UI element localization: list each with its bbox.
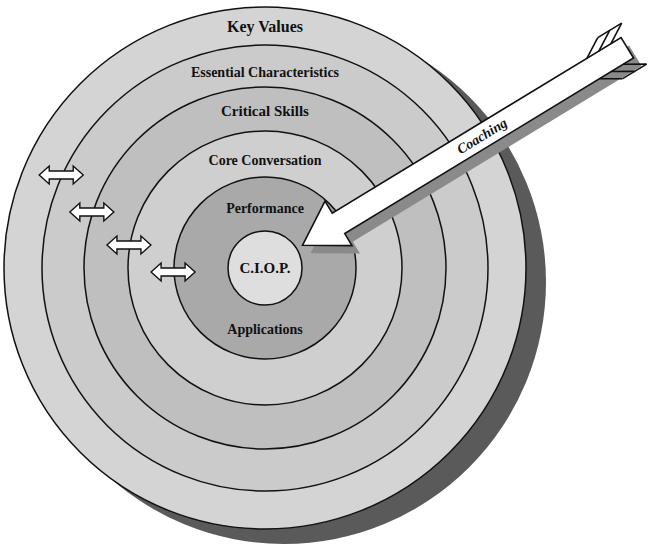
ring-label: Applications [227, 322, 302, 339]
ring-band: Core ConversationPerformanceApplications… [127, 130, 403, 406]
ring-label: Core Conversation [209, 153, 322, 170]
ring-outline [84, 87, 446, 449]
text-holder: Performance [226, 199, 304, 218]
ring-outline [228, 231, 302, 305]
arrow-fletching [581, 23, 647, 89]
ring-outline [4, 7, 526, 529]
ring-label: Critical Skills [221, 102, 309, 120]
text-holder: Applications [227, 320, 302, 339]
center-label: C.I.O.P. [239, 259, 290, 277]
text-holder: Essential Characteristics [191, 63, 339, 82]
ring-band: PerformanceApplications C.I.O.P. [173, 176, 357, 360]
ring-band: Critical SkillsCore ConversationPerforma… [83, 86, 447, 450]
feather-bottom [599, 54, 646, 89]
text-holder: Key Values [227, 17, 303, 36]
feather-top [581, 23, 628, 58]
ring-label: Performance [226, 201, 304, 218]
ring-outline [42, 45, 488, 491]
ring-outline [174, 177, 356, 359]
center-circle: C.I.O.P. [227, 230, 303, 306]
text-holder: Critical Skills [221, 102, 309, 120]
feather-edge [598, 23, 647, 79]
ring-label: Key Values [227, 17, 303, 36]
text-holder: Core Conversation [209, 151, 322, 170]
ring-band: Key ValuesEssential CharacteristicsCriti… [3, 6, 527, 530]
ring-band: Essential CharacteristicsCritical Skills… [41, 44, 489, 492]
ring-label: Essential Characteristics [191, 65, 339, 82]
text-holder: C.I.O.P. [239, 259, 290, 277]
ring-outline [128, 131, 402, 405]
